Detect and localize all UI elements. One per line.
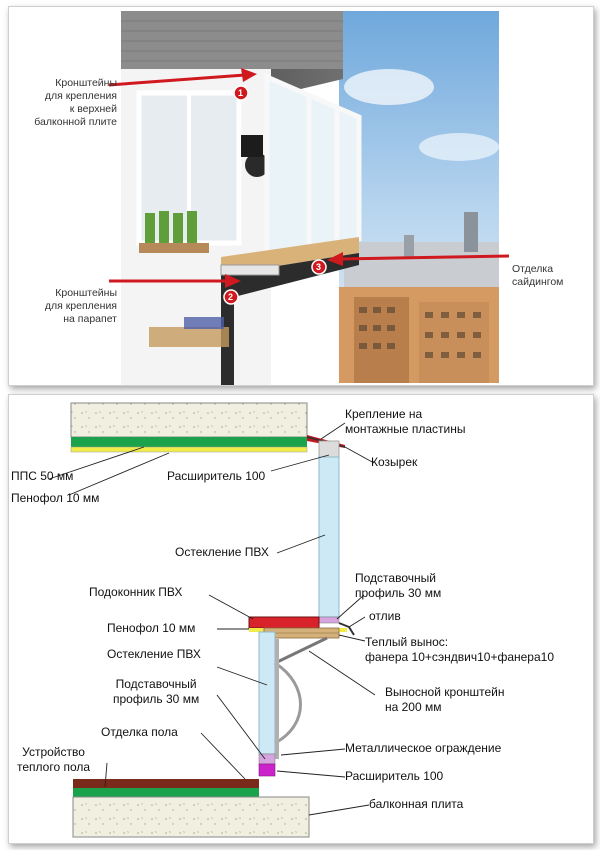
label-bracket: Выносной кронштейн на 200 мм	[385, 685, 505, 714]
floor-finish-layer	[73, 779, 259, 788]
stand-profile-bottom	[258, 753, 276, 765]
marker-3-number: 3	[316, 262, 322, 272]
label-warm-extension: Теплый вынос: фанера 10+сэндвич10+фанера…	[365, 635, 554, 664]
label-glazing-bottom: Остекление ПВХ	[107, 647, 201, 661]
label-penofol-top: Пенофол 10 мм	[11, 491, 100, 505]
balcony-illustration	[108, 11, 510, 385]
pointer-arrows	[108, 68, 510, 288]
marker-1	[233, 85, 249, 101]
label-warm-floor: Устройство теплого пола	[17, 745, 91, 774]
glazing-upper	[318, 456, 340, 618]
label-glazing-top: Остекление ПВХ	[175, 545, 269, 559]
marker-1-number: 1	[238, 88, 244, 98]
label-penofol-mid: Пенофол 10 мм	[107, 621, 196, 635]
label-stand-profile-bottom: Подставочный профиль 30 мм	[113, 677, 200, 706]
parapet	[221, 253, 359, 385]
city-skyline	[339, 212, 499, 383]
label-mount: Крепление на монтажные пластины	[345, 407, 466, 436]
pps-insulation	[71, 437, 307, 447]
upper-cladding	[121, 11, 343, 75]
penofol-layer-top	[70, 446, 308, 453]
expander-top	[318, 440, 340, 458]
wall-lamp	[241, 135, 263, 157]
label-parapet-brackets: Кронштейны для крепления на парапет	[44, 287, 117, 325]
balcony-photo-panel: 1 2 3 Кронштейны для крепления к верхней…	[8, 6, 594, 386]
balcony-slab	[72, 796, 310, 838]
label-drip: отлив	[369, 609, 401, 623]
marker-3	[311, 259, 327, 275]
wall-clock	[245, 153, 269, 177]
label-floor-finish: Отделка пола	[101, 725, 178, 739]
label-top-brackets: Кронштейны для крепления к верхней балко…	[34, 77, 117, 128]
extension-bracket	[270, 636, 328, 667]
marker-2-number: 2	[228, 292, 234, 302]
label-visor: Козырек	[371, 455, 418, 469]
pvc-sill	[248, 616, 320, 629]
label-metal-fence: Металлическое ограждение	[345, 741, 502, 755]
warm-floor-layer	[73, 788, 259, 797]
leader-lines	[48, 422, 376, 816]
stand-profile-top	[318, 616, 340, 624]
label-slab: балконная плита	[369, 797, 464, 811]
metal-fence	[274, 661, 302, 745]
upper-concrete-slab	[70, 402, 308, 438]
section-diagram	[48, 402, 376, 838]
label-expander-top: Расширитель 100	[167, 469, 266, 483]
glazing-lower	[258, 631, 276, 755]
label-pps: ППС 50 мм	[11, 469, 74, 483]
label-sill: Подоконник ПВХ	[89, 585, 183, 599]
label-expander-bottom: Расширитель 100	[345, 769, 444, 783]
expander-bottom	[258, 763, 276, 777]
label-siding: Отделка сайдингом	[512, 263, 564, 288]
section-diagram-panel: Крепление на монтажные пластины Козырек …	[8, 394, 594, 844]
marker-2	[223, 289, 239, 305]
label-stand-profile-top: Подставочный профиль 30 мм	[355, 571, 442, 600]
